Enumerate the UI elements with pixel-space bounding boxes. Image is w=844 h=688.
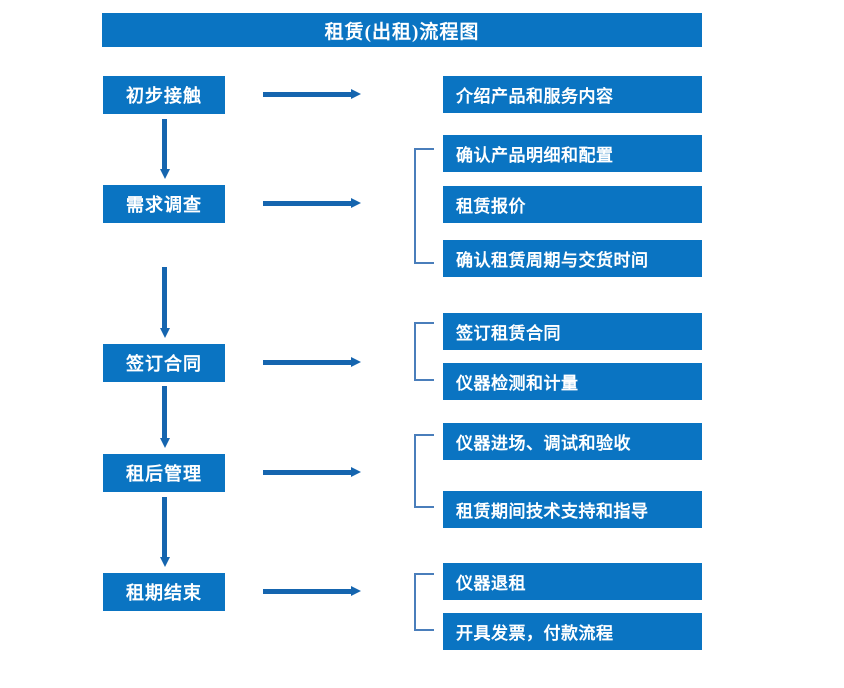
- arrow-shaft: [263, 201, 352, 206]
- stage-node-5[interactable]: 租期结束: [103, 573, 225, 611]
- stage-node-3[interactable]: 签订合同: [103, 344, 225, 382]
- detail-node-3-1[interactable]: 签订租赁合同: [443, 313, 702, 350]
- detail-node-3-2[interactable]: 仪器检测和计量: [443, 363, 702, 400]
- stage-node-1[interactable]: 初步接触: [103, 76, 225, 114]
- arrow-head-right-icon: [351, 198, 361, 208]
- detail-arrow-stage-4: [263, 467, 361, 478]
- arrow-head-down-icon: [160, 557, 170, 567]
- arrow-shaft: [162, 267, 167, 329]
- arrow-shaft: [162, 386, 167, 439]
- group-bracket-stage-5: [414, 573, 434, 631]
- group-bracket-stage-3: [414, 322, 434, 381]
- arrow-shaft: [162, 119, 167, 170]
- connector-arrow-stage2-stage3: [160, 267, 170, 338]
- detail-node-2-1[interactable]: 确认产品明细和配置: [443, 135, 702, 172]
- detail-node-1-1[interactable]: 介绍产品和服务内容: [443, 76, 702, 113]
- arrow-shaft: [263, 589, 352, 594]
- detail-arrow-stage-1: [263, 89, 361, 100]
- arrow-shaft: [162, 497, 167, 558]
- arrow-head-down-icon: [160, 169, 170, 179]
- detail-node-2-3[interactable]: 确认租赁周期与交货时间: [443, 240, 702, 277]
- arrow-head-right-icon: [351, 89, 361, 99]
- arrow-shaft: [263, 92, 352, 97]
- detail-arrow-stage-2: [263, 198, 361, 209]
- diagram-title: 租赁(出租)流程图: [102, 13, 702, 47]
- connector-arrow-stage4-stage5: [160, 497, 170, 567]
- arrow-head-down-icon: [160, 328, 170, 338]
- arrow-head-right-icon: [351, 467, 361, 477]
- arrow-shaft: [263, 360, 352, 365]
- stage-node-2[interactable]: 需求调查: [103, 185, 225, 223]
- connector-arrow-stage3-stage4: [160, 386, 170, 448]
- detail-arrow-stage-3: [263, 357, 361, 368]
- detail-arrow-stage-5: [263, 586, 361, 597]
- group-bracket-stage-2: [414, 148, 434, 264]
- arrow-head-down-icon: [160, 438, 170, 448]
- connector-arrow-stage1-stage2: [160, 119, 170, 179]
- detail-node-4-1[interactable]: 仪器进场、调试和验收: [443, 423, 702, 460]
- arrow-head-right-icon: [351, 586, 361, 596]
- detail-node-5-2[interactable]: 开具发票，付款流程: [443, 613, 702, 650]
- arrow-shaft: [263, 470, 352, 475]
- detail-node-5-1[interactable]: 仪器退租: [443, 563, 702, 600]
- detail-node-4-2[interactable]: 租赁期间技术支持和指导: [443, 491, 702, 528]
- arrow-head-right-icon: [351, 357, 361, 367]
- group-bracket-stage-4: [414, 434, 434, 508]
- detail-node-2-2[interactable]: 租赁报价: [443, 186, 702, 223]
- stage-node-4[interactable]: 租后管理: [103, 454, 225, 492]
